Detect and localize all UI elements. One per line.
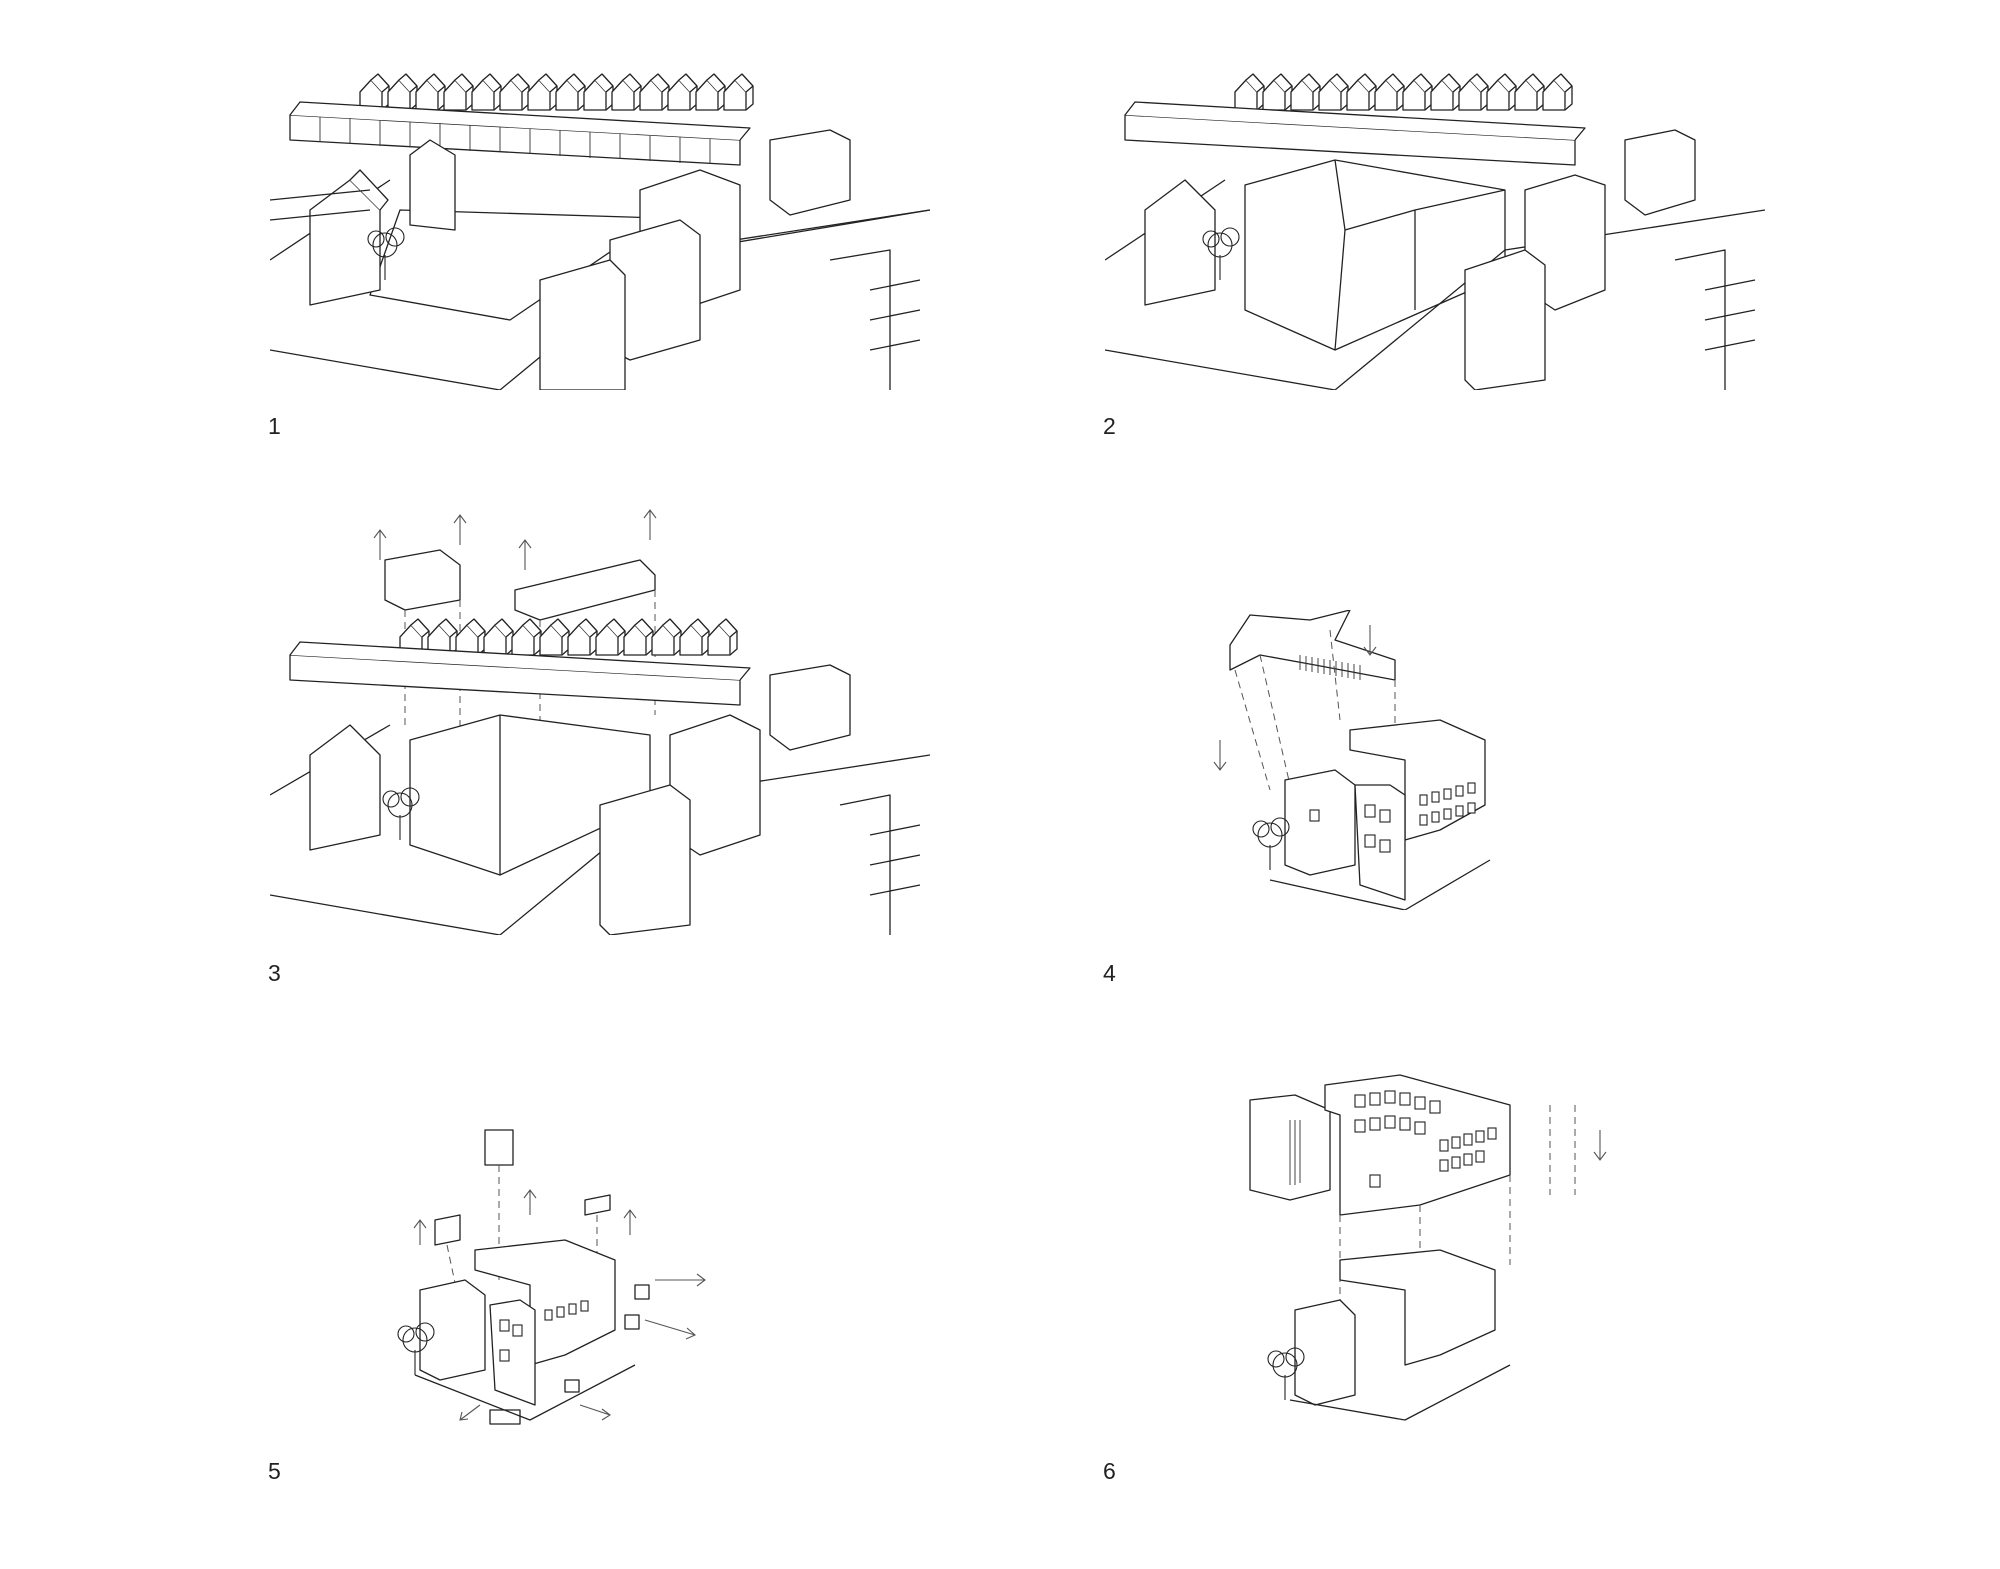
left-houses (270, 169, 389, 306)
front-terrace (289, 101, 751, 166)
step-label-5: 5 (268, 1458, 281, 1484)
proposed-mass (1244, 159, 1506, 351)
subtraction-drawing (270, 509, 930, 935)
step-label-1: 1 (268, 413, 281, 439)
base-mass (1289, 1249, 1511, 1421)
right-blocks (1464, 129, 1696, 390)
front-terrace (289, 641, 751, 706)
panel-step-6 (1230, 1065, 1630, 1425)
gable-house (409, 139, 456, 231)
right-blocks (539, 129, 851, 390)
step-label-4: 4 (1103, 960, 1116, 986)
tree-icon (367, 227, 405, 280)
articulated-building (1269, 719, 1491, 910)
panel-step-1 (270, 60, 930, 390)
arrow-icon (1593, 1130, 1607, 1161)
arrow-icon (413, 1189, 706, 1421)
arrow-icon (373, 509, 657, 570)
facade-skin (1249, 1074, 1576, 1305)
step-label-2: 2 (1103, 413, 1116, 439)
arrow-icon (1213, 625, 1377, 771)
back-terrace (399, 618, 738, 656)
panel-step-3 (270, 505, 930, 935)
back-terrace (1234, 73, 1573, 111)
back-terrace (359, 73, 754, 111)
articulation-drawing (1213, 610, 1491, 910)
front-terrace (1124, 101, 1586, 166)
panel-step-5 (365, 1120, 725, 1440)
building-with-elements (414, 1239, 650, 1425)
tree-icon (1267, 1347, 1305, 1400)
massing-drawing (1105, 73, 1765, 390)
floating-elements (434, 1129, 611, 1331)
left-houses (1144, 179, 1216, 306)
facade-skin-drawing (1249, 1074, 1607, 1421)
step-label-3: 3 (268, 960, 281, 986)
panel-step-4 (1210, 610, 1540, 910)
site-context-drawing (270, 73, 930, 390)
roof-frame (1229, 610, 1396, 791)
lifted-volumes (384, 549, 656, 745)
right-blocks (599, 664, 851, 935)
tree-icon (1252, 817, 1290, 870)
step-label-6: 6 (1103, 1458, 1116, 1484)
tree-icon (382, 787, 420, 840)
panel-step-2 (1105, 60, 1765, 390)
tree-icon (397, 1322, 435, 1375)
tree-icon (1202, 227, 1240, 280)
left-houses (309, 724, 381, 851)
elements-drawing (397, 1129, 706, 1425)
